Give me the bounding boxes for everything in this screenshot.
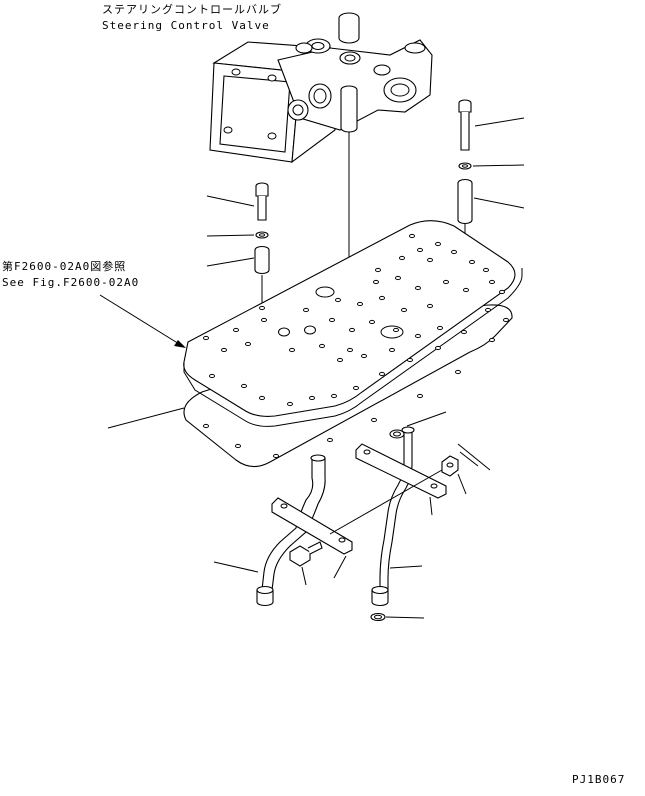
plate-bolt-hole <box>451 249 457 255</box>
plate-bolt-hole <box>319 343 325 349</box>
plate-bolt-hole <box>353 385 359 391</box>
plate-bolt-hole <box>309 395 315 401</box>
plate-bolt-hole <box>415 333 421 339</box>
plate-bolt-hole <box>278 327 290 337</box>
bolt-right <box>458 99 525 151</box>
valve-plate <box>183 220 523 427</box>
plate-bolt-hole <box>393 327 399 333</box>
plate-bolt-hole <box>401 307 407 313</box>
plate-bolt-hole <box>399 255 405 261</box>
plate-bolt-hole <box>369 319 375 325</box>
plate-bolt-hole <box>435 241 441 247</box>
plate-bolt-hole <box>389 347 395 353</box>
plate-bolt-hole <box>463 287 469 293</box>
plate-bolt-hole <box>303 307 309 313</box>
gasket-bolt-hole <box>503 317 509 323</box>
pipe-left <box>213 454 326 607</box>
gasket-bolt-hole <box>235 443 241 449</box>
reference-label-jp: 第F2600-02A0図参照 <box>2 260 127 273</box>
plate-bolt-hole <box>259 395 265 401</box>
plate-bolt-hole <box>361 353 367 359</box>
o-ring-lower <box>370 612 425 622</box>
bolt-lower <box>289 541 323 586</box>
plate-bolt-hole <box>357 301 363 307</box>
plate-bolt-hole <box>261 317 267 323</box>
plate-bolt-hole <box>233 327 239 333</box>
gasket-bolt-hole <box>273 453 279 459</box>
gasket-bolt-hole <box>203 423 209 429</box>
bolt-left <box>206 182 269 221</box>
plate-bolt-hole <box>209 373 215 379</box>
plate-bolt-hole <box>415 285 421 291</box>
plate-bolt-hole <box>245 341 251 347</box>
valve-label-en: Steering Control Valve <box>102 19 270 32</box>
gasket-bolt-hole <box>489 337 495 343</box>
drawing-code: PJ1B067 <box>572 773 626 786</box>
plate-bolt-hole <box>407 357 413 363</box>
plate-bolt-hole <box>331 393 337 399</box>
plate-bolt-hole <box>437 325 443 331</box>
plate-bolt-hole <box>241 383 247 389</box>
o-ring-upper <box>389 411 447 439</box>
steering-control-valve <box>209 12 433 164</box>
valve-label-jp: ステアリングコントロールバルブ <box>102 3 282 16</box>
clamp-bracket-left <box>271 469 443 555</box>
plate-bolt-hole <box>409 233 415 239</box>
plate-bolt-hole <box>335 297 341 303</box>
plate-port-hole <box>380 325 404 339</box>
plate-bolt-hole <box>483 267 489 273</box>
plate-bolt-hole <box>499 289 505 295</box>
gasket-bolt-hole <box>417 393 423 399</box>
plate-bolt-hole <box>289 347 295 353</box>
plate-bolt-hole <box>427 303 433 309</box>
plate-bolt-hole <box>379 371 385 377</box>
gasket-bolt-hole <box>371 417 377 423</box>
plate-bolt-hole <box>349 327 355 333</box>
clamp-bracket-right <box>355 443 447 516</box>
plate-bolt-hole <box>375 267 381 273</box>
gasket-bolt-hole <box>455 369 461 375</box>
plate-bolt-hole <box>489 279 495 285</box>
bracket-leaders <box>333 443 491 579</box>
plate-bolt-hole <box>427 257 433 263</box>
plate-bolt-hole <box>373 279 379 285</box>
plate-bolt-hole <box>485 307 491 313</box>
plate-bolt-hole <box>435 345 441 351</box>
plate-bolt-hole <box>417 247 423 253</box>
plate-bolt-hole <box>304 325 316 335</box>
reference-label-en: See Fig.F2600-02A0 <box>2 276 140 289</box>
plate-bolt-hole <box>221 347 227 353</box>
washer-left <box>206 231 269 239</box>
plate-bolt-hole <box>203 335 209 341</box>
plate-port-hole <box>315 286 335 298</box>
plate-bolt-hole <box>443 279 449 285</box>
plate-bolt-hole <box>287 401 293 407</box>
plate-bolt-hole <box>461 329 467 335</box>
plate-bolt-hole <box>337 357 343 363</box>
plate-bolt-hole <box>347 347 353 353</box>
plate-bolt-hole <box>469 259 475 265</box>
plate-bolt-hole <box>379 295 385 301</box>
plate-bolt-hole <box>329 317 335 323</box>
washer-right <box>458 162 525 170</box>
reference-leader <box>99 294 186 348</box>
collar-right <box>457 178 525 242</box>
gasket-bolt-hole <box>327 437 333 443</box>
nut <box>441 455 467 495</box>
plate-bolt-hole <box>259 305 265 311</box>
plate-bolt-hole <box>395 275 401 281</box>
